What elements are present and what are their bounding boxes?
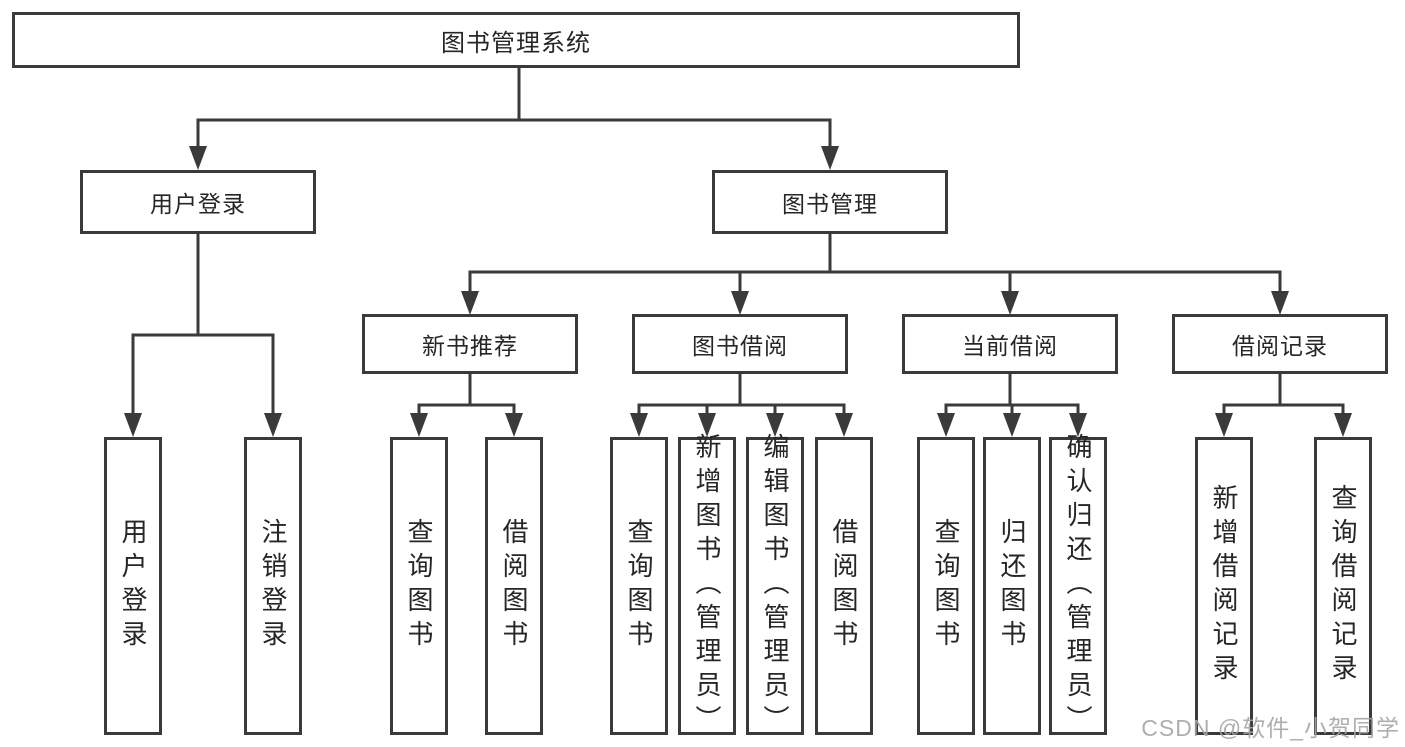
leaf-user-login: 用户登录 xyxy=(104,437,162,735)
node-label: 新增借阅记录 xyxy=(1209,484,1239,688)
leaf-query-books-3: 查询图书 xyxy=(917,437,975,735)
node-label: 查询借阅记录 xyxy=(1328,484,1358,688)
leaf-logout: 注销登录 xyxy=(244,437,302,735)
arrow-down-icon xyxy=(1215,413,1233,437)
node-label: 查询图书 xyxy=(624,518,654,654)
node-new-book-recommendation: 新书推荐 xyxy=(362,314,578,374)
leaf-add-books-admin: 新增图书（管理员） xyxy=(678,433,736,739)
arrow-down-icon xyxy=(1001,291,1019,315)
node-label: 新增图书（管理员） xyxy=(692,433,722,739)
arrow-down-icon xyxy=(189,146,207,170)
node-label: 注销登录 xyxy=(258,518,288,654)
leaf-confirm-return-admin: 确认归还（管理员） xyxy=(1049,433,1107,739)
arrow-down-icon xyxy=(630,413,648,437)
arrow-down-icon xyxy=(124,413,142,437)
node-label: 确认归还（管理员） xyxy=(1063,433,1093,739)
node-label: 图书借阅 xyxy=(692,333,788,359)
node-label: 借阅图书 xyxy=(499,518,529,654)
arrow-down-icon xyxy=(264,413,282,437)
node-label: 借阅图书 xyxy=(829,518,859,654)
arrow-down-icon xyxy=(1069,413,1087,437)
node-label: 查询图书 xyxy=(404,518,434,654)
node-book-management: 图书管理 xyxy=(712,170,948,234)
node-label: 用户登录 xyxy=(118,518,148,654)
leaf-query-borrow-record: 查询借阅记录 xyxy=(1314,437,1372,735)
arrow-down-icon xyxy=(937,413,955,437)
node-label: 图书管理 xyxy=(782,191,878,217)
leaf-borrow-books-1: 借阅图书 xyxy=(485,437,543,735)
arrow-down-icon xyxy=(731,291,749,315)
arrow-down-icon xyxy=(505,413,523,437)
arrow-down-icon xyxy=(766,413,784,437)
leaf-add-borrow-record: 新增借阅记录 xyxy=(1195,437,1253,735)
arrowhead-icons xyxy=(124,146,1352,437)
node-label: 新书推荐 xyxy=(422,333,518,359)
leaf-borrow-books-2: 借阅图书 xyxy=(815,437,873,735)
leaf-edit-books-admin: 编辑图书（管理员） xyxy=(746,433,804,739)
leaf-return-books: 归还图书 xyxy=(983,437,1041,735)
node-label: 用户登录 xyxy=(150,191,246,217)
arrow-down-icon xyxy=(461,291,479,315)
node-book-borrowing: 图书借阅 xyxy=(632,314,848,374)
arrow-down-icon xyxy=(1003,413,1021,437)
node-current-borrowing: 当前借阅 xyxy=(902,314,1118,374)
arrow-down-icon xyxy=(1334,413,1352,437)
node-label: 编辑图书（管理员） xyxy=(760,433,790,739)
node-borrowing-records: 借阅记录 xyxy=(1172,314,1388,374)
arrow-down-icon xyxy=(1271,291,1289,315)
connector-lines xyxy=(131,66,1345,419)
leaf-query-books-1: 查询图书 xyxy=(390,437,448,735)
node-label: 借阅记录 xyxy=(1232,333,1328,359)
node-library-management-system: 图书管理系统 xyxy=(12,12,1020,68)
node-user-login: 用户登录 xyxy=(80,170,316,234)
node-label: 查询图书 xyxy=(931,518,961,654)
arrow-down-icon xyxy=(410,413,428,437)
arrow-down-icon xyxy=(698,413,716,437)
node-label: 归还图书 xyxy=(997,518,1027,654)
csdn-watermark: CSDN @软件_小贺同学 xyxy=(1141,715,1400,741)
arrow-down-icon xyxy=(821,146,839,170)
node-label: 当前借阅 xyxy=(962,333,1058,359)
arrow-down-icon xyxy=(835,413,853,437)
node-label: 图书管理系统 xyxy=(441,29,591,57)
leaf-query-books-2: 查询图书 xyxy=(610,437,668,735)
